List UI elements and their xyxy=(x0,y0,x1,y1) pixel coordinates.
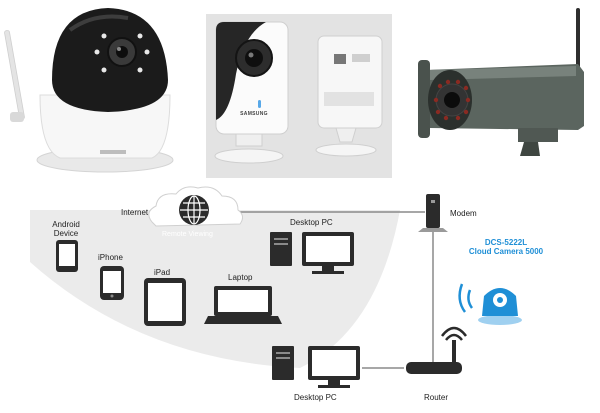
iphone-label: iPhone xyxy=(98,253,123,262)
cloud-camera-label-line2: Cloud Camera 5000 xyxy=(468,247,544,256)
android-device-icon xyxy=(56,240,78,272)
cloud-camera-icon xyxy=(458,283,522,325)
ptz-dome-camera-photo xyxy=(0,0,200,180)
samsung-cube-cameras-photo: SAMSUNG xyxy=(206,14,392,178)
desktop-pc-top-icon xyxy=(270,232,354,274)
samsung-cube-cameras-illustration xyxy=(214,21,383,164)
laptop-label: Laptop xyxy=(228,273,253,282)
bullet-camera-illustration xyxy=(418,8,584,156)
laptop-icon xyxy=(204,286,282,324)
modem-label: Modem xyxy=(450,209,477,218)
desktop-pc-top-label: Desktop PC xyxy=(290,218,333,227)
android-label: Android Device xyxy=(44,220,88,238)
ipad-label: iPad xyxy=(154,268,171,277)
ptz-dome-camera-illustration xyxy=(4,8,174,173)
router-icon xyxy=(406,326,467,374)
desktop-pc-bottom-label: Desktop PC xyxy=(294,393,337,402)
internet-label: Internet xyxy=(121,208,149,217)
android-label-line2: Device xyxy=(53,229,79,238)
modem-icon xyxy=(418,194,448,232)
android-label-line1: Android xyxy=(52,220,80,229)
internet-cloud-icon xyxy=(148,186,244,227)
ipad-icon xyxy=(144,278,186,326)
remote-viewing-label: Remote Viewing xyxy=(162,231,213,238)
outdoor-bullet-camera-photo xyxy=(408,0,600,160)
desktop-pc-bottom-icon xyxy=(272,346,360,388)
router-label: Router xyxy=(424,393,449,402)
samsung-brand-text: SAMSUNG xyxy=(240,111,268,117)
iphone-icon xyxy=(100,266,124,300)
cloud-camera-label-line1: DCS-5222L xyxy=(484,238,528,247)
cloud-camera-label: DCS-5222L Cloud Camera 5000 xyxy=(458,238,554,256)
